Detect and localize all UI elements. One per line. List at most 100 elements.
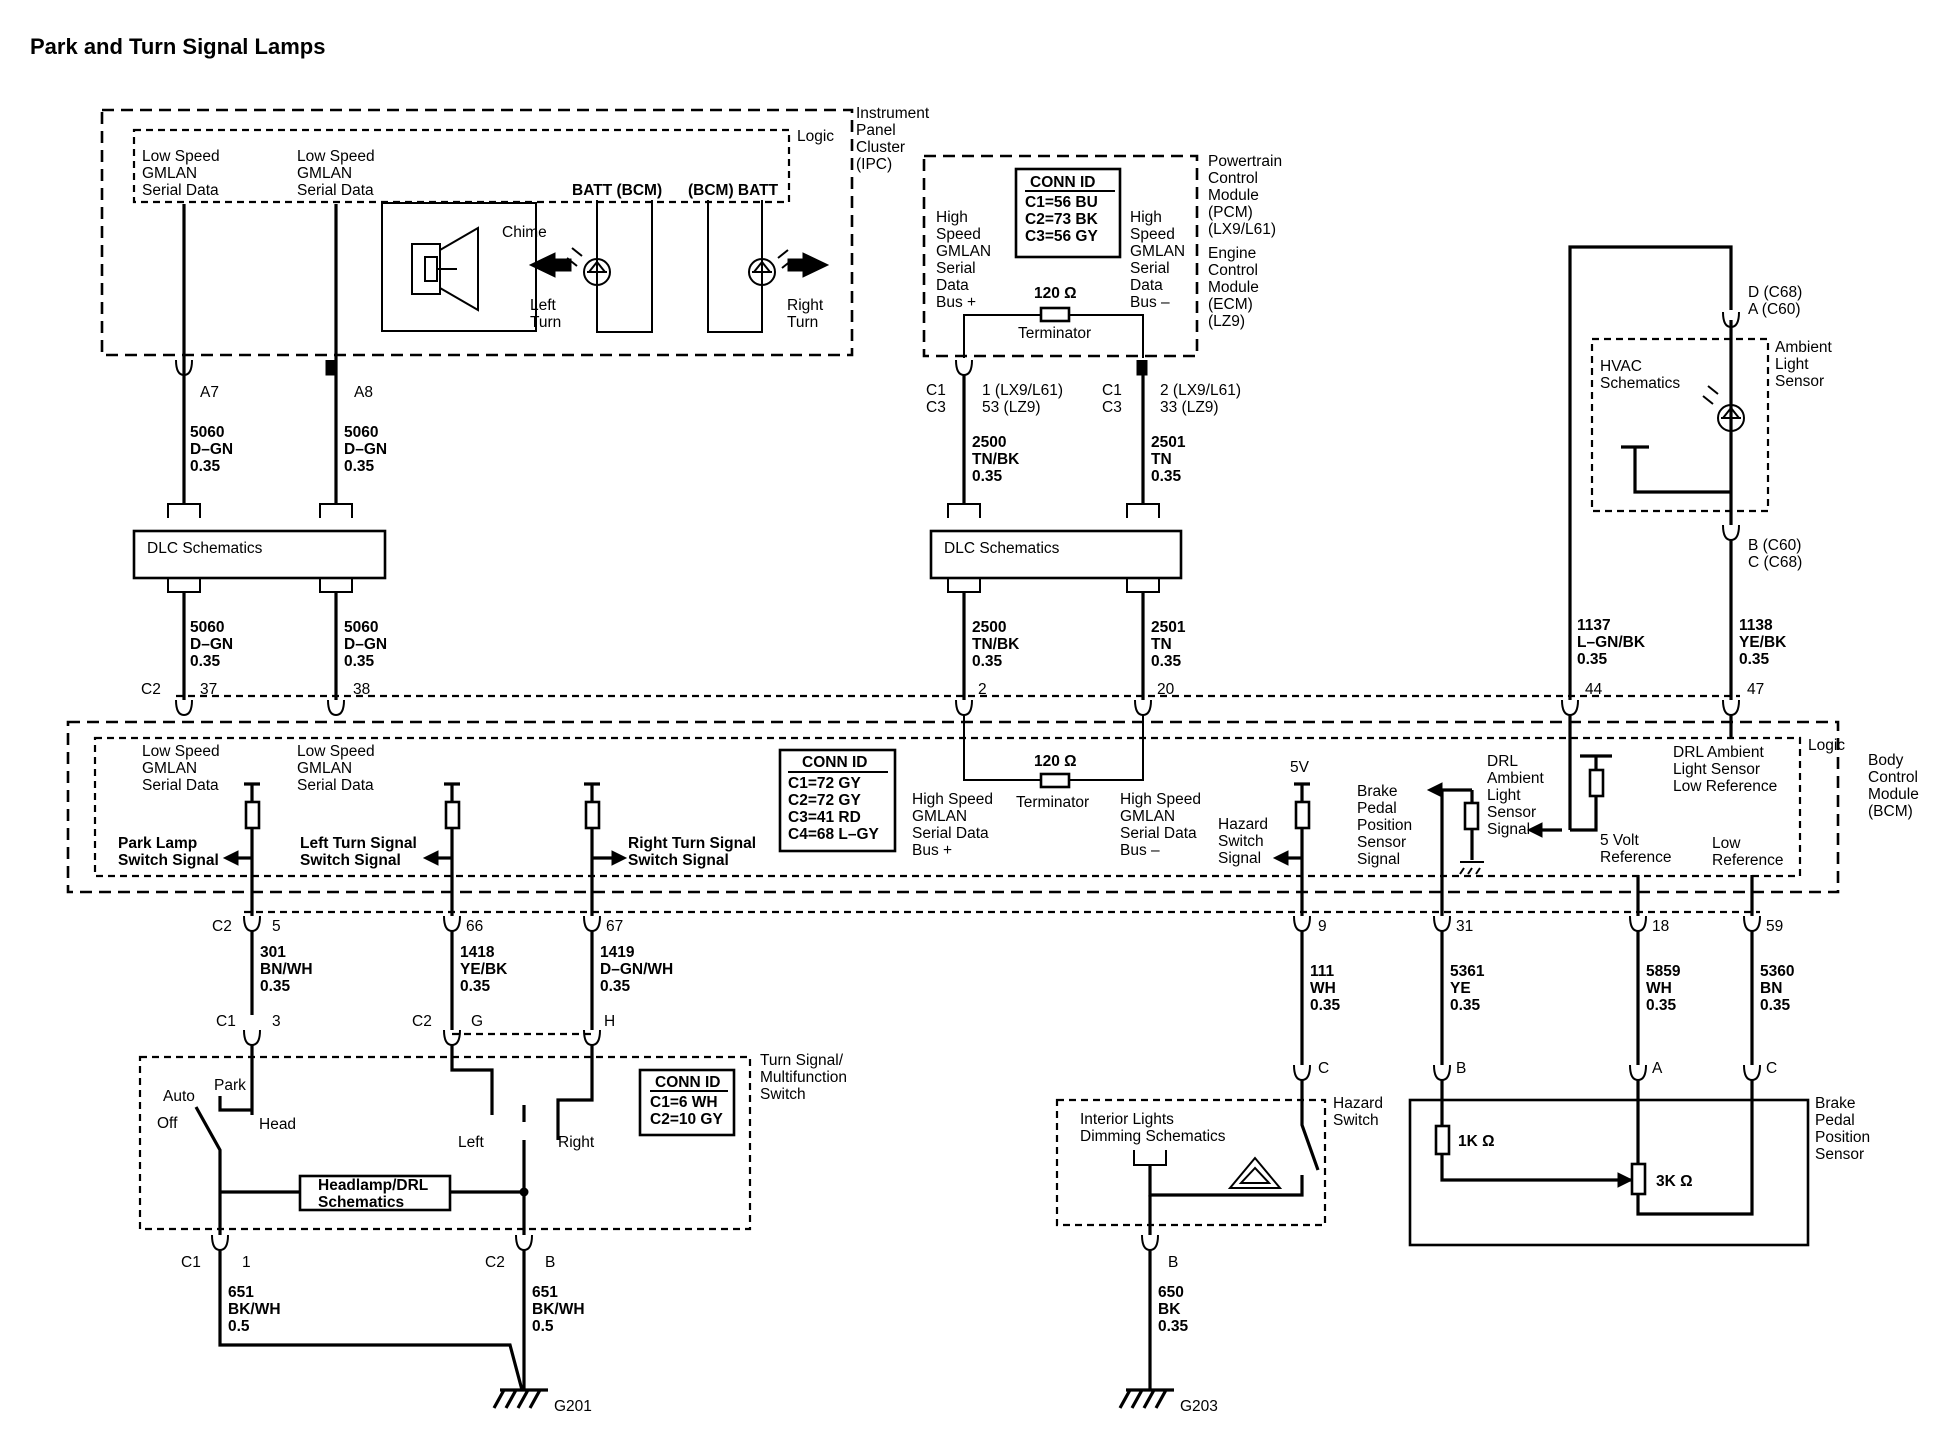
hazard-signal-arrow-icon <box>1272 850 1289 866</box>
pcm-module: CONN ID C1=56 BU C2=73 BK C3=56 GY Power… <box>922 153 1286 358</box>
ipc-logic-label: Logic <box>797 128 834 145</box>
ambient-light-sensor: Ambient Light Sensor HVAC Schematics D (… <box>1568 245 1836 700</box>
turn-signal-multifunction-switch: Turn Signal/ Multifunction Switch CONN I… <box>138 1045 851 1235</box>
hazard-switch-blade <box>1300 1080 1320 1171</box>
ambient-sensor-feed-wire <box>1568 245 1733 700</box>
bcm-hazard-switch-signal: Hazard Switch Signal <box>1218 816 1272 867</box>
pcm-bus-minus-label: High Speed GMLAN Serial Data Bus – <box>1130 209 1189 311</box>
bcm-drl-signal: DRL Ambient Light Sensor Signal <box>1487 753 1548 838</box>
lower-wires <box>250 931 1754 1065</box>
dlc-left-box <box>132 529 387 580</box>
headlamp-switch-blade <box>194 1106 222 1235</box>
pin-44: 44 <box>1585 681 1603 698</box>
wire-650: 650 BK 0.35 <box>1158 1284 1189 1335</box>
wire-5361: 5361 YE 0.35 <box>1450 963 1489 1014</box>
upper-to-bcm-wires <box>182 540 1733 700</box>
pin-9: 9 <box>1318 918 1327 935</box>
right-turn-label: Right Turn <box>787 297 828 331</box>
pin-c2-b: C2 <box>485 1254 505 1271</box>
pin-a8: A8 <box>354 384 373 401</box>
headlamp-drl-schematics: Headlamp/DRL Schematics <box>318 1177 432 1211</box>
wire-2501-lower: 2501 TN 0.35 <box>1151 619 1190 670</box>
chime-box <box>381 202 537 332</box>
ground-g201-icon <box>492 1388 548 1409</box>
headlamp-drl-bracket <box>298 1174 452 1212</box>
ground-g203-label: G203 <box>1180 1398 1218 1415</box>
wire-111: 111 WH 0.35 <box>1310 963 1341 1014</box>
pcm-pin-left-conn: C1 C3 <box>926 382 950 416</box>
wire-2500-upper: 2500 TN/BK 0.35 <box>972 434 1024 485</box>
dlc-right-label: DLC Schematics <box>944 540 1060 557</box>
wire-2501-upper: 2501 TN 0.35 <box>1151 434 1190 485</box>
ambient-bottom-pins: B (C60) C (C68) <box>1748 537 1806 571</box>
turn-switch-conn-id: CONN ID C1=6 WH C2=10 GY <box>650 1074 725 1128</box>
pin-5: 5 <box>272 918 281 935</box>
brake-pulldown-resistor-icon <box>1463 801 1480 831</box>
brake-pin-a: A <box>1652 1060 1663 1077</box>
dlc-right: DLC Schematics <box>929 503 1183 593</box>
ipc-logic-box <box>132 128 791 204</box>
switch-head-label: Head <box>259 1116 296 1133</box>
pin-1: 1 <box>242 1254 251 1271</box>
right-turn-signal-arrow-icon <box>611 850 628 866</box>
left-turn-indicator-circuit <box>596 200 653 333</box>
hazard-pin-c: C <box>1318 1060 1329 1077</box>
ground-g203-icon <box>1118 1388 1174 1409</box>
pin-18: 18 <box>1652 918 1669 935</box>
hazard-pullup-resistor-icon <box>1294 800 1311 830</box>
left-turn-signal-arrow-icon <box>422 850 439 866</box>
bcm-terminator-value: 120 Ω <box>1034 753 1077 770</box>
turn-switch-conn-id-box <box>638 1068 736 1137</box>
bcm-outline <box>66 720 1840 894</box>
pin-c2-top: C2 <box>141 681 161 698</box>
pcm-terminator-resistor-icon <box>1039 306 1071 323</box>
turn-switch-outline <box>138 1055 752 1231</box>
park-lamp-arrow-icon <box>222 850 239 866</box>
ground-g201-label: G201 <box>554 1398 592 1415</box>
right-turn-lamp-icon <box>748 258 776 286</box>
brake-pin-c: C <box>1766 1060 1777 1077</box>
ambient-photodiode-icon <box>1717 404 1745 432</box>
pcm-terminator-value: 120 Ω <box>1034 285 1077 302</box>
interior-lights-dimming-label: Interior Lights Dimming Schematics <box>1080 1111 1226 1145</box>
ipc-batt-bcm-left: BATT (BCM) <box>572 182 662 199</box>
speaker-icon <box>411 243 441 295</box>
turn-switch-name: Turn Signal/ Multifunction Switch <box>760 1052 851 1103</box>
brake-3k-potentiometer-icon <box>1630 1162 1647 1196</box>
wire-5060-lower-a: 5060 D–GN 0.35 <box>190 619 237 670</box>
pin-2: 2 <box>978 681 987 698</box>
pcm-module-name: Powertrain Control Module (PCM) (LX9/L61… <box>1208 153 1286 330</box>
pin-31: 31 <box>1456 918 1473 935</box>
ipc-serial-data-right: Low Speed GMLAN Serial Data <box>297 148 379 199</box>
pin-h: H <box>604 1013 615 1030</box>
upper-connectors <box>175 311 1740 542</box>
bcm-hs-minus: High Speed GMLAN Serial Data Bus – <box>1120 791 1205 859</box>
bcm-module: Logic Body Control Module (BCM) CONN ID … <box>66 715 1919 916</box>
ambient-sensor-name: Ambient Light Sensor <box>1775 339 1836 390</box>
ipc-outline <box>100 108 854 357</box>
pin-a7: A7 <box>200 384 219 401</box>
bcm-conn-id-box <box>778 748 897 853</box>
hvac-ground-link <box>1621 445 1731 494</box>
wire-651-b: 651 BK/WH 0.5 <box>532 1284 589 1335</box>
wire-5060-lower-b: 5060 D–GN 0.35 <box>344 619 391 670</box>
pcm-bus-plus-label: High Speed GMLAN Serial Data Bus + <box>936 209 995 311</box>
ipc-batt-bcm-right: (BCM) BATT <box>688 182 779 199</box>
drl-signal-arrow-icon <box>1526 822 1543 838</box>
brake-signal-arrow-icon <box>1426 782 1443 798</box>
bcm-conn-id: CONN ID C1=72 GY C2=72 GY C3=41 RD C4=68… <box>788 754 880 843</box>
pin-3: 3 <box>272 1013 281 1030</box>
pcm-pin-right: 2 (LX9/L61) 33 (LZ9) <box>1160 382 1245 416</box>
pcm-outline <box>922 154 1199 358</box>
pin-47: 47 <box>1747 681 1764 698</box>
bcm-low-reference: Low Reference <box>1712 835 1784 869</box>
brake-1k-label: 1K Ω <box>1458 1133 1495 1150</box>
wire-1138: 1138 YE/BK 0.35 <box>1739 617 1791 668</box>
brake-pedal-position-sensor: Brake Pedal Position Sensor 1K Ω 3K Ω <box>1408 1080 1870 1247</box>
pin-37: 37 <box>200 681 217 698</box>
pcm-conn-id-box <box>1014 167 1122 259</box>
wire-1419: 1419 D–GN/WH 0.35 <box>600 944 678 995</box>
wire-5060-upper-b: 5060 D–GN 0.35 <box>344 424 391 475</box>
switch-park-label: Park <box>214 1077 246 1094</box>
